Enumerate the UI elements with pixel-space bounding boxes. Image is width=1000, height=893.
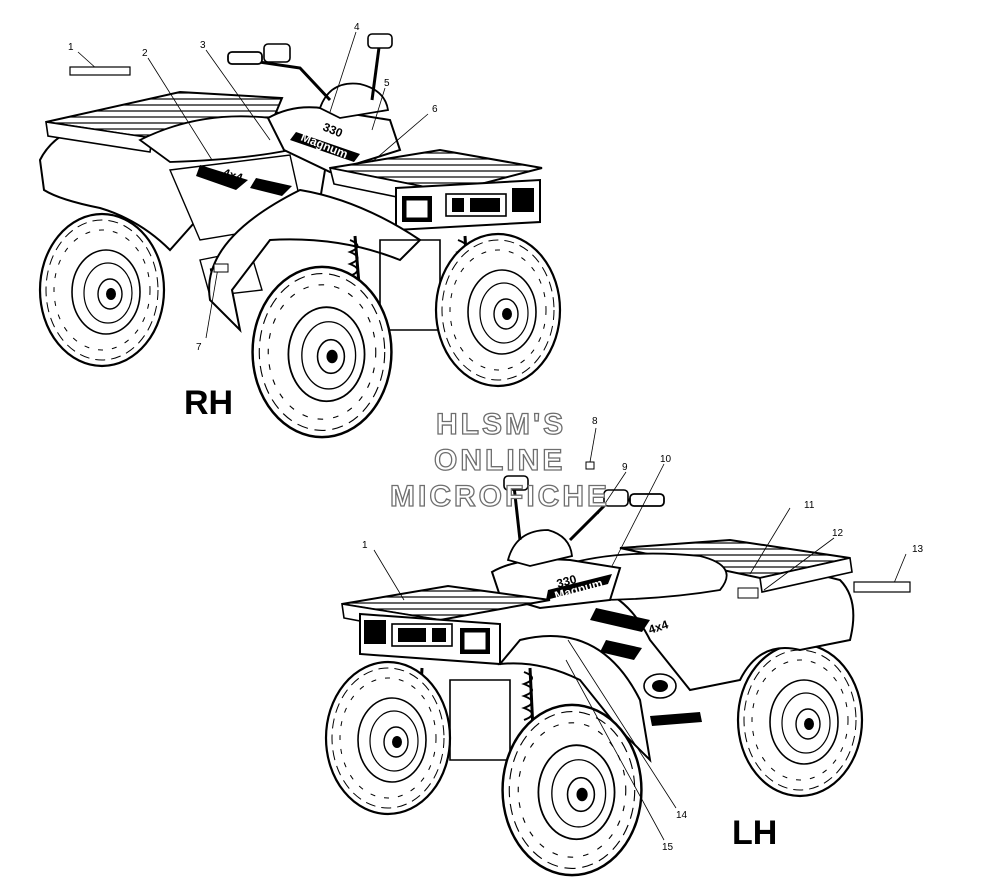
callout-rh-4: 4 [354, 22, 360, 33]
rh-decal-7 [213, 263, 229, 273]
callout-lh-8: 8 [592, 416, 598, 427]
view-label-lh: LH [732, 814, 778, 852]
callout-lh-1: 1 [362, 540, 368, 551]
lh-displacement-decal: 330 [555, 572, 578, 591]
rh-badge-decal: 4x4 [221, 166, 245, 186]
callout-rh-6: 6 [432, 104, 438, 115]
watermark-line-3: MICROFICHE [389, 480, 610, 513]
watermark-line-1: HLSM'S [435, 408, 567, 441]
lh-decal-11 [737, 587, 759, 599]
view-label-rh: RH [184, 384, 234, 422]
callout-rh-3: 3 [200, 40, 206, 51]
callout-lh-10: 10 [660, 454, 672, 465]
callout-rh-2: 2 [142, 48, 148, 59]
callout-rh-5: 5 [384, 78, 390, 89]
lh-callouts [373, 427, 907, 841]
watermark-line-2: ONLINE [433, 444, 566, 477]
lh-decal-8 [585, 461, 595, 470]
lh-vehicle-drawing: 4x4 Magnum 330 [324, 475, 864, 877]
lh-decal-13-strip [853, 581, 911, 593]
rh-vehicle-drawing: 4x4 Magnum 330 [38, 33, 562, 439]
callout-lh-12: 12 [832, 528, 844, 539]
callout-lh-9: 9 [622, 462, 628, 473]
callout-rh-7: 7 [196, 342, 202, 353]
callout-lh-11: 11 [804, 500, 815, 511]
callout-lh-13: 13 [912, 544, 924, 555]
rh-decal-1-strip [69, 66, 131, 76]
lh-badge-decal: 4x4 [647, 617, 671, 637]
callout-rh-1: 1 [68, 42, 74, 53]
callout-lh-14: 14 [676, 810, 688, 821]
rh-callouts [77, 31, 429, 339]
callout-lh-15: 15 [662, 842, 674, 853]
